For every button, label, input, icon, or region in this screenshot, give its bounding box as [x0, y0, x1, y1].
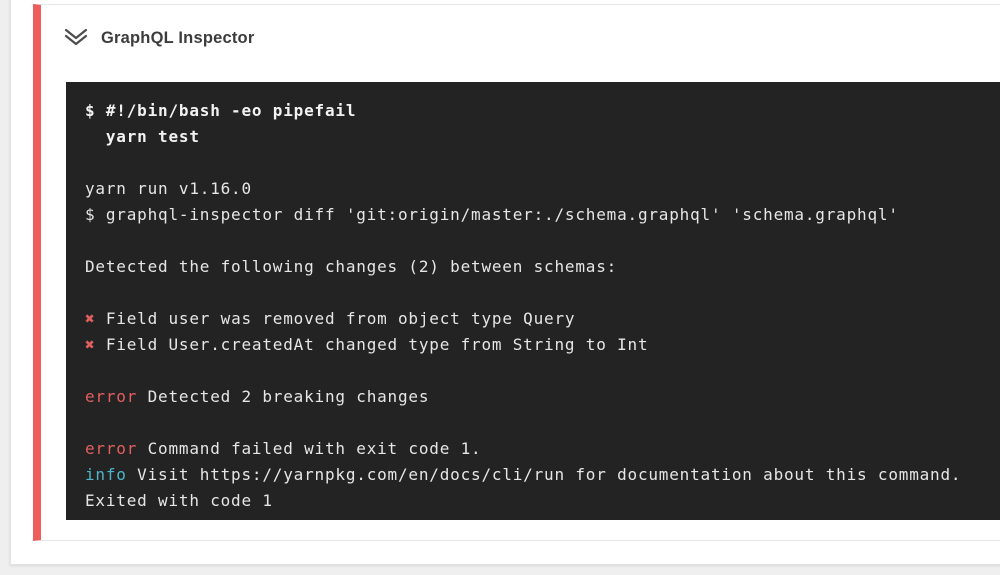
- terminal-line: Detected the following changes (2) betwe…: [85, 257, 618, 276]
- error-marker: error: [85, 439, 138, 458]
- terminal-line: error Detected 2 breaking changes: [85, 387, 430, 406]
- terminal-line: info Visit https://yarnpkg.com/en/docs/c…: [85, 465, 962, 484]
- step-header-toggle[interactable]: GraphQL Inspector: [41, 5, 1000, 51]
- error-marker: ✖: [85, 309, 96, 328]
- terminal-line: ✖ Field User.createdAt changed type from…: [85, 335, 649, 354]
- terminal-line: [85, 410, 1000, 436]
- double-chevron-down-icon[interactable]: [62, 25, 90, 51]
- error-marker: ✖: [85, 335, 96, 354]
- step-title: GraphQL Inspector: [101, 28, 255, 47]
- terminal-output: $ #!/bin/bash -eo pipefail yarn test yar…: [66, 82, 1000, 520]
- terminal-line: error Command failed with exit code 1.: [85, 439, 482, 458]
- terminal-line: [85, 358, 1000, 384]
- error-marker: error: [85, 387, 138, 406]
- terminal-line: Exited with code 1: [85, 491, 273, 510]
- terminal-line: [85, 280, 1000, 306]
- terminal-line: yarn test: [85, 127, 200, 146]
- terminal-line: yarn run v1.16.0: [85, 179, 252, 198]
- info-marker: info: [85, 465, 127, 484]
- terminal-line: $ graphql-inspector diff 'git:origin/mas…: [85, 205, 899, 224]
- terminal-line: ✖ Field user was removed from object typ…: [85, 309, 576, 328]
- terminal-line: [85, 228, 1000, 254]
- terminal-line: [85, 150, 1000, 176]
- terminal-line: $ #!/bin/bash -eo pipefail: [85, 101, 357, 120]
